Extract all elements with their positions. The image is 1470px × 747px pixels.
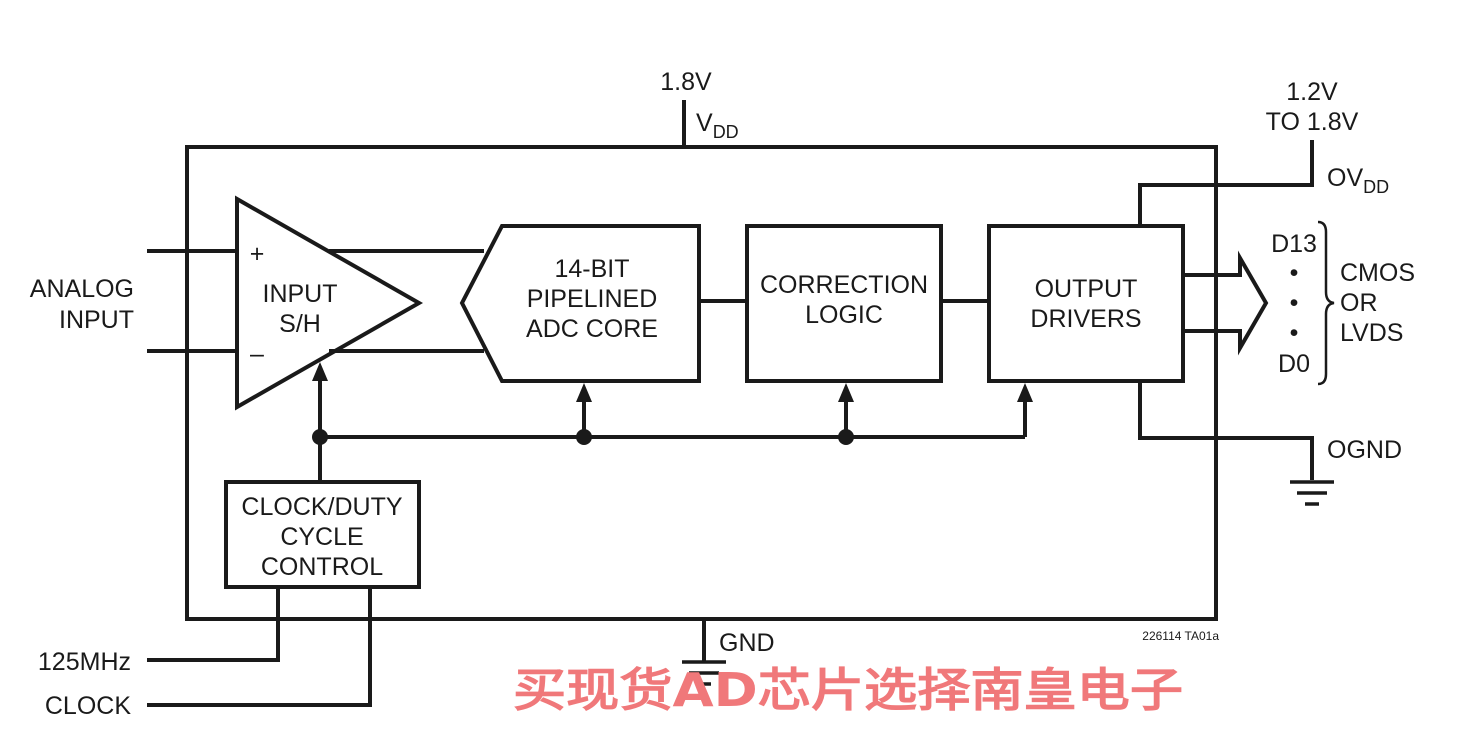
plus-sign: + [250,240,265,268]
drivers-label-line2: DRIVERS [1030,305,1141,333]
arrowhead-to-drivers [1017,383,1033,402]
analog-input-label-line2: INPUT [59,306,134,334]
clock-ctrl-label-line1: CLOCK/DUTY [241,493,402,521]
drivers-label-line1: OUTPUT [1035,275,1138,303]
output-drivers-block [987,224,1185,383]
clock-ctrl-label-line3: CONTROL [261,553,383,581]
minus-sign: – [250,340,264,368]
vdd-voltage-label: 1.8V [660,68,712,96]
ovdd-voltage-label-line2: TO 1.8V [1266,108,1359,136]
clock-duty-cycle-control-block [224,480,421,589]
output-brace [1317,220,1335,386]
sh-label-line1: INPUT [263,280,338,308]
ognd-wire [1138,381,1314,480]
clock-ctrl-label-line2: CYCLE [280,523,363,551]
ognd-symbol [1290,480,1334,506]
adc-core-block [459,224,701,383]
clock-input-label-line1: 125MHz [38,648,131,676]
gnd-symbol [682,660,726,686]
output-bullet-1: • [1290,259,1299,287]
output-type-line2: OR [1340,289,1378,317]
output-msb-label: D13 [1271,230,1317,258]
clock-input-label-line2: CLOCK [45,692,131,720]
output-bullet-3: • [1290,319,1299,347]
input-sh-amplifier [235,195,424,411]
output-lsb-label: D0 [1278,350,1310,378]
figure-code: 226114 TA01a [1142,629,1219,643]
adc-label-line1: 14-BIT [554,255,629,283]
junction-dot-adc [576,429,592,445]
arrowhead-to-sh [312,362,328,381]
junction-dot-correction [838,429,854,445]
output-bus-arrow [1181,250,1269,356]
ovdd-wire [1138,140,1314,226]
chip-outline [185,145,1218,621]
correction-logic-block [745,224,943,383]
watermark-text: 买现货AD芯片选择南皇电子 [513,663,1183,717]
ovdd-voltage-label-line1: 1.2V [1286,78,1338,106]
vdd-pin-label: VDD [696,109,739,142]
arrowhead-to-adc [576,383,592,402]
clock-input-wire-2 [147,587,372,707]
arrowhead-to-correction [838,383,854,402]
clock-input-wire-1 [147,587,280,662]
correction-label-line2: LOGIC [805,301,883,329]
analog-input-label-line1: ANALOG [30,275,134,303]
output-type-line1: CMOS [1340,259,1415,287]
output-type-line3: LVDS [1340,319,1403,347]
correction-label-line1: CORRECTION [760,271,928,299]
ognd-pin-label: OGND [1327,436,1402,464]
adc-label-line2: PIPELINED [527,285,658,313]
output-bullet-2: • [1290,289,1299,317]
adc-label-line3: ADC CORE [526,315,658,343]
ovdd-pin-label: OVDD [1327,164,1389,197]
gnd-pin-label: GND [719,629,775,657]
junction-dot-sh [312,429,328,445]
sh-label-line2: S/H [279,310,321,338]
